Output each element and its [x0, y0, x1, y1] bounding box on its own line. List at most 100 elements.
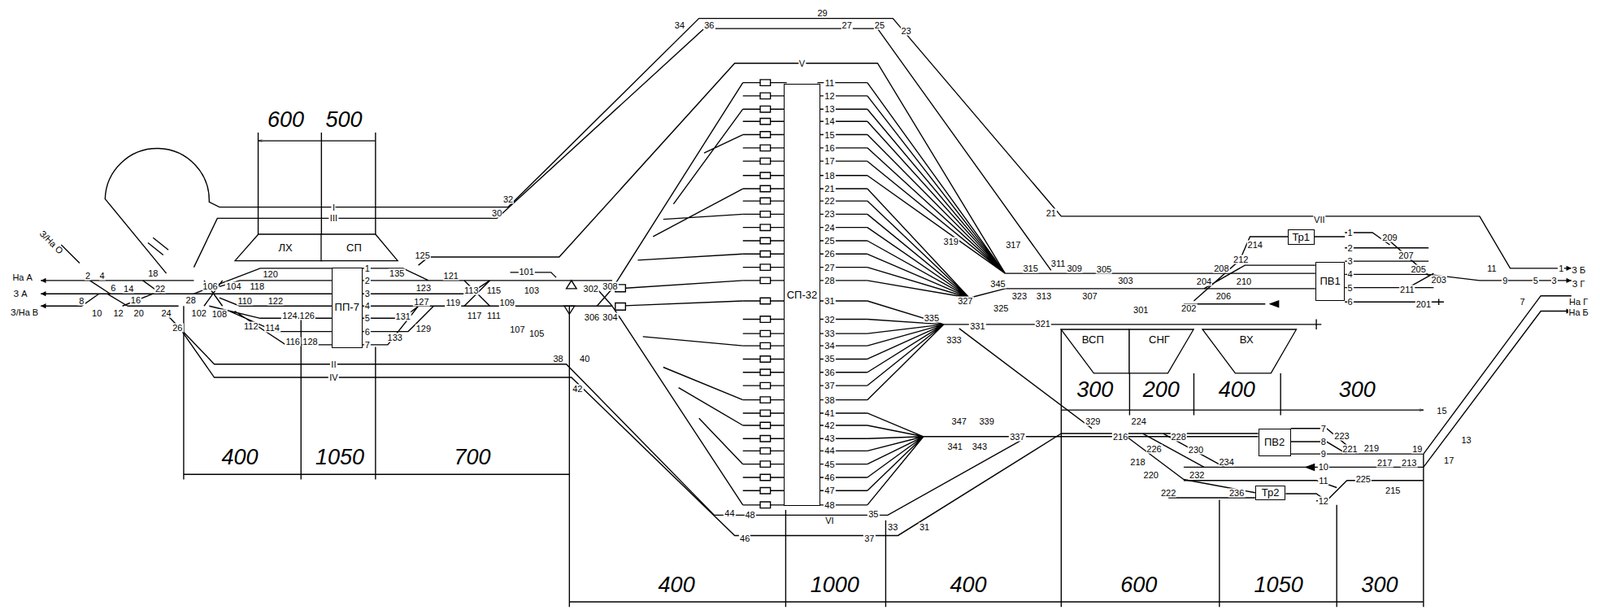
callout-number: 315	[1021, 263, 1039, 273]
callout-number: 215	[1384, 486, 1401, 496]
yard-area: СП	[321, 234, 398, 261]
callout-number: 205	[1409, 265, 1427, 274]
callout-number: 325	[992, 303, 1009, 313]
dimension: 400	[658, 573, 696, 596]
callout-number: 1	[1346, 227, 1353, 237]
callout-number: 343	[971, 442, 988, 452]
callout-number: 21	[823, 184, 835, 194]
callout-number: 131	[395, 311, 412, 321]
callout-number: 25	[823, 235, 835, 245]
callout-number: 317	[1004, 240, 1022, 250]
dimension: 700	[454, 445, 492, 468]
dimension: 400	[221, 445, 258, 468]
callout-number: 202	[1180, 303, 1197, 313]
yard-area: ВХ	[1202, 329, 1296, 374]
callout-number: 113	[463, 286, 480, 296]
callout-number: 345	[989, 278, 1006, 288]
callout-number: 48	[823, 500, 835, 509]
callout-number: 226	[1145, 443, 1162, 453]
callout-number: 327	[956, 295, 974, 305]
dimension: 300	[1339, 378, 1376, 401]
callout-number: 31	[823, 295, 835, 305]
callout-number: 321	[1034, 318, 1052, 328]
callout-number: VI	[824, 515, 835, 525]
callout-number: 9	[1320, 449, 1327, 459]
callout-number: 212	[1232, 254, 1249, 264]
callout-number: 48	[743, 510, 756, 520]
callout-number: 33	[886, 522, 899, 532]
dimension: 1050	[315, 445, 365, 468]
dimension: 1000	[810, 573, 860, 596]
callout-number: 129	[415, 323, 432, 333]
callout-number: 329	[1084, 416, 1101, 426]
callout-number: 225	[1355, 474, 1372, 484]
callout-number: 40	[578, 354, 591, 364]
yard-name: ПВ1	[1319, 275, 1340, 287]
callout-number: 36	[823, 367, 835, 377]
callout-number: 4	[98, 270, 105, 280]
callout-number: IV	[328, 373, 339, 383]
callout-number: 107	[508, 325, 526, 335]
dimension: 200	[1143, 378, 1180, 401]
callout-number: 331	[969, 321, 986, 331]
callout-number: 34	[673, 21, 686, 31]
callout-number: 10	[1317, 462, 1330, 472]
callout-number: 313	[1035, 291, 1053, 300]
callout-number: 4	[364, 301, 371, 311]
callout-number: 12	[823, 91, 835, 100]
callout-number: 15	[823, 130, 835, 140]
callout-number: 18	[823, 170, 835, 180]
callout-number: 335	[923, 313, 940, 323]
callout-number: 46	[823, 472, 835, 482]
callout-number: 35	[823, 354, 835, 364]
callout-number: 46	[739, 534, 751, 544]
callout-number: 29	[816, 8, 828, 18]
callout-number: 8	[78, 295, 85, 305]
callout-number: 232	[1188, 470, 1205, 480]
callout-number: 224	[1130, 416, 1148, 426]
yard-name: ПВ2	[1264, 436, 1285, 448]
callout-number: 209	[1381, 233, 1398, 243]
yard-name: ВХ	[1239, 334, 1254, 346]
callout-number: 26	[823, 249, 835, 259]
yard-box: ПВ2	[1258, 428, 1292, 457]
callout-number: 16	[130, 295, 142, 305]
callout-number: 19	[1411, 443, 1423, 453]
callout-number: З А	[13, 289, 29, 299]
callout-number: 127	[413, 297, 430, 307]
callout-number: 128	[301, 337, 318, 347]
callout-number: 2	[84, 270, 92, 280]
callout-number: 6	[1346, 297, 1353, 307]
callout-number: 214	[1247, 240, 1264, 250]
callout-number: 306	[583, 313, 600, 322]
callout-number: 21	[1045, 208, 1057, 218]
callout-number: 319	[943, 237, 960, 247]
callout-number: 222	[1160, 487, 1177, 497]
callout-number: 114	[264, 322, 281, 332]
callout-number: 103	[523, 286, 540, 296]
callout-number: 308	[601, 282, 618, 292]
callout-number: 302	[582, 283, 600, 293]
callout-number: 42	[571, 383, 583, 393]
dimension: 300	[1360, 573, 1398, 596]
callout-number: 10	[91, 308, 103, 318]
callout-number: 32	[502, 194, 514, 204]
callout-number: 105	[528, 329, 545, 339]
callout-number: 47	[823, 486, 835, 496]
callout-number: 2	[1346, 243, 1353, 253]
callout-number: 20	[133, 308, 145, 318]
callout-number: 234	[1217, 457, 1235, 467]
callout-number: 6	[364, 326, 371, 336]
callout-number: 219	[1363, 443, 1380, 453]
yard-name: ВСП	[1082, 334, 1105, 346]
callout-number: 4	[1346, 269, 1353, 279]
yard-area: ВСП	[1060, 329, 1130, 374]
callout-number: 3	[364, 289, 371, 299]
callout-number: 101	[517, 266, 535, 276]
callout-number: 22	[154, 283, 166, 293]
callout-number: 341	[947, 442, 964, 452]
dimension: 400	[950, 573, 987, 596]
yard-box: Тр1	[1287, 229, 1315, 245]
callout-number: З Б	[1570, 265, 1587, 275]
